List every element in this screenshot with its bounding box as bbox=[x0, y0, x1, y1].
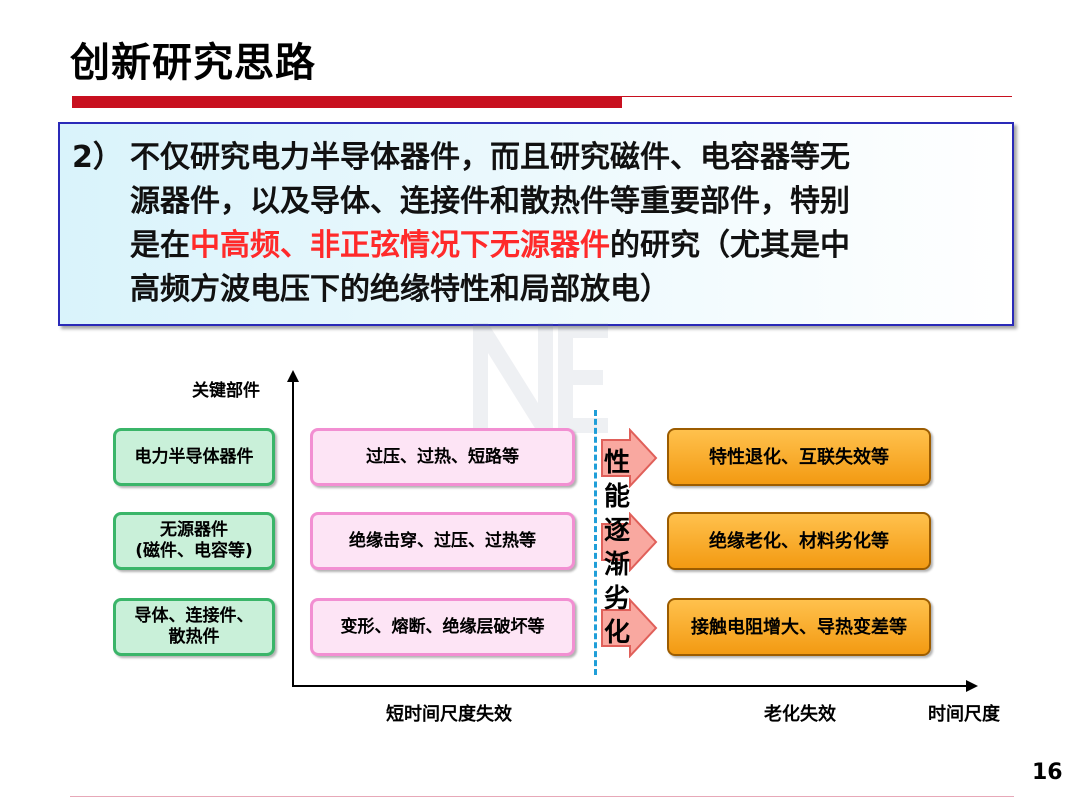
y-axis-arrowhead bbox=[287, 370, 299, 382]
aging-failure-box-3: 接触电阻增大、导热变差等 bbox=[667, 598, 931, 656]
y-axis bbox=[292, 378, 294, 686]
component-label: 导体、连接件、 bbox=[134, 606, 254, 626]
callout-text: 2）不仅研究电力半导体器件，而且研究磁件、电容器等无 源器件，以及导体、连接件和… bbox=[72, 136, 1002, 312]
component-label: 无源器件 bbox=[159, 520, 228, 540]
component-box-passive: 无源器件 (磁件、电容等) bbox=[113, 512, 275, 570]
aging-failure-label: 特性退化、互联失效等 bbox=[709, 446, 889, 468]
degradation-label: 性 能 逐 渐 劣 化 bbox=[602, 446, 632, 650]
degradation-arrow-2 bbox=[601, 512, 658, 572]
callout-line-3: 是在中高频、非正弦情况下无源器件的研究（尤其是中 bbox=[72, 224, 1002, 268]
aging-failure-box-1: 特性退化、互联失效等 bbox=[667, 428, 931, 486]
short-failure-label: 变形、熔断、绝缘层破坏等 bbox=[340, 616, 545, 637]
title-underline-bar bbox=[72, 96, 622, 108]
short-failure-label: 过压、过热、短路等 bbox=[366, 446, 519, 467]
short-failure-box-2: 绝缘击穿、过压、过热等 bbox=[310, 512, 575, 570]
degradation-char: 性 bbox=[603, 448, 630, 478]
degradation-char: 能 bbox=[603, 482, 630, 512]
component-box-conductor: 导体、连接件、 散热件 bbox=[113, 598, 275, 656]
aging-failure-label: 绝缘老化、材料劣化等 bbox=[709, 530, 889, 552]
degradation-char: 渐 bbox=[603, 550, 630, 580]
short-failure-label: 绝缘击穿、过压、过热等 bbox=[349, 530, 536, 551]
callout-number: 2） bbox=[72, 140, 123, 175]
slide-title: 创新研究思路 bbox=[70, 40, 316, 86]
degradation-arrow-3 bbox=[601, 598, 658, 658]
component-box-semiconductor: 电力半导体器件 bbox=[113, 428, 275, 486]
callout-line-2: 源器件，以及导体、连接件和散热件等重要部件，特别 bbox=[130, 184, 850, 219]
page-number: 16 bbox=[1032, 760, 1063, 785]
component-sublabel: (磁件、电容等) bbox=[135, 541, 253, 561]
callout-line-3-post: 的研究（尤其是中 bbox=[610, 228, 850, 263]
callout-line-4: 高频方波电压下的绝缘特性和局部放电） bbox=[130, 272, 670, 307]
component-label: 电力半导体器件 bbox=[134, 446, 254, 467]
degradation-char: 逐 bbox=[603, 516, 630, 546]
short-failure-box-1: 过压、过热、短路等 bbox=[310, 428, 575, 486]
x-axis bbox=[292, 685, 968, 687]
x-label-short-term: 短时间尺度失效 bbox=[386, 704, 512, 725]
y-axis-label: 关键部件 bbox=[192, 381, 260, 401]
x-label-aging: 老化失效 bbox=[764, 704, 836, 725]
degradation-char: 化 bbox=[603, 618, 630, 648]
callout-box: 2）不仅研究电力半导体器件，而且研究磁件、电容器等无 源器件，以及导体、连接件和… bbox=[58, 122, 1014, 326]
aging-failure-label: 接触电阻增大、导热变差等 bbox=[691, 616, 907, 638]
short-failure-box-3: 变形、熔断、绝缘层破坏等 bbox=[310, 598, 575, 656]
callout-line-3-pre: 是在 bbox=[130, 228, 190, 263]
footer-divider bbox=[70, 796, 1014, 797]
degradation-char: 劣 bbox=[603, 584, 630, 614]
x-label-time-scale: 时间尺度 bbox=[928, 704, 1000, 725]
degradation-arrow-1 bbox=[601, 428, 658, 488]
watermark-logo bbox=[473, 323, 608, 433]
component-sublabel: 散热件 bbox=[168, 627, 220, 647]
title-underline-thin bbox=[622, 96, 1012, 97]
callout-highlight: 中高频、非正弦情况下无源器件 bbox=[190, 228, 610, 263]
aging-failure-box-2: 绝缘老化、材料劣化等 bbox=[667, 512, 931, 570]
x-axis-arrowhead bbox=[966, 680, 978, 692]
degradation-divider bbox=[594, 410, 597, 675]
callout-line-1: 不仅研究电力半导体器件，而且研究磁件、电容器等无 bbox=[130, 140, 850, 175]
